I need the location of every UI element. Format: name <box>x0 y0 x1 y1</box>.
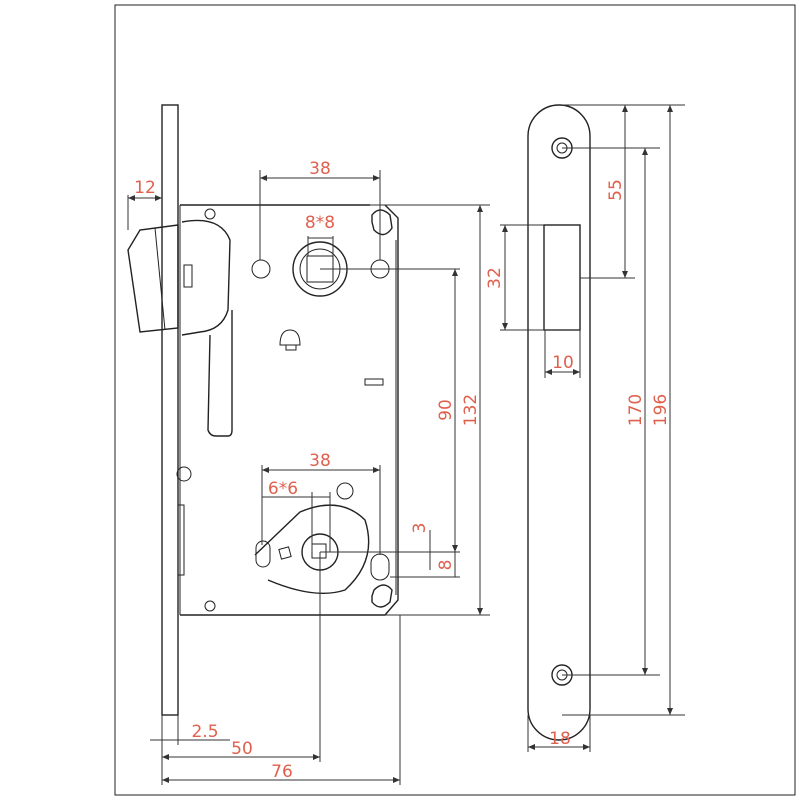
screw-hole <box>204 208 216 220</box>
hook-stop <box>279 329 301 351</box>
screw-hole <box>204 600 216 612</box>
dim-strike-offset: 55 <box>606 179 626 201</box>
case-outline <box>180 204 399 616</box>
cam-hole <box>255 540 271 568</box>
dim-cylinder-offset: 3 <box>410 523 430 534</box>
latch-bolt <box>127 224 179 333</box>
drawing-frame <box>114 4 796 796</box>
u-slot <box>371 209 393 236</box>
cylinder-spindle-square <box>311 543 327 559</box>
u-slot <box>371 584 393 608</box>
dimension-labels: 38 12 8*8 32 55 10 90 132 170 196 38 6*6… <box>134 159 671 782</box>
slot <box>364 378 384 386</box>
strike-window <box>543 224 581 331</box>
dimension-lines <box>127 104 685 785</box>
latch-lever <box>181 219 233 437</box>
strike-plate <box>527 104 591 741</box>
faceplate <box>161 104 179 716</box>
dim-body-depth: 76 <box>271 762 293 782</box>
dim-body-height: 132 <box>461 394 481 426</box>
lock-body <box>127 104 399 716</box>
dim-handle-to-cylinder: 90 <box>436 399 456 421</box>
dim-latch-projection: 12 <box>134 178 156 198</box>
dim-strike-window-depth: 10 <box>552 353 574 373</box>
screw-hole <box>176 466 192 482</box>
dim-faceplate-thickness: 2.5 <box>191 722 218 742</box>
dim-bottom-spacing: 38 <box>309 451 331 471</box>
dim-cylinder-spindle: 6*6 <box>268 479 298 499</box>
dim-top-spacing: 38 <box>309 159 331 179</box>
dim-strike-width: 18 <box>549 729 571 749</box>
strike-plate-outline <box>527 104 591 741</box>
dim-strike-window-height: 32 <box>485 267 505 289</box>
dim-handle-spindle: 8*8 <box>305 213 335 233</box>
dim-backset: 50 <box>231 739 253 759</box>
dim-strike-hole-spacing: 170 <box>626 394 646 426</box>
dim-strike-height: 196 <box>651 394 671 426</box>
cylinder-cam <box>254 504 370 594</box>
dim-cylinder-slot: 8 <box>436 560 456 571</box>
mount-hole <box>251 259 271 279</box>
